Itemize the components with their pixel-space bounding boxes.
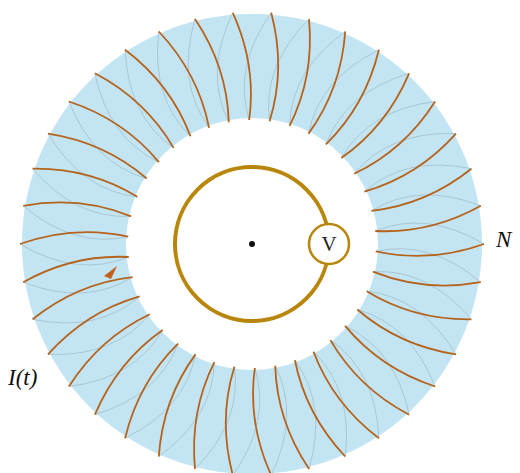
winding-turn: [373, 272, 481, 286]
winding-turn: [357, 310, 456, 355]
winding-turn: [326, 50, 379, 145]
winding-back: [364, 165, 471, 192]
winding-turn: [270, 13, 279, 122]
turns-label: N: [496, 228, 511, 251]
winding-back: [269, 19, 309, 121]
winding-turn: [23, 257, 129, 282]
winding-back: [314, 352, 347, 457]
winding-turn: [23, 202, 131, 216]
winding-turn: [376, 244, 484, 256]
center-dot: [249, 241, 255, 247]
winding-turn: [372, 169, 472, 211]
winding-turn: [314, 352, 379, 439]
meter-label: V: [321, 234, 336, 255]
winding-back: [69, 102, 147, 179]
winding-turn: [20, 232, 128, 244]
back-windings: [20, 13, 484, 473]
winding-back: [195, 367, 235, 469]
winding-turn: [194, 362, 214, 469]
voltmeter-circle: V: [307, 222, 351, 266]
winding-turn: [33, 277, 133, 319]
winding-turn: [295, 360, 345, 456]
winding-turn: [125, 50, 190, 137]
winding-back: [157, 32, 190, 137]
winding-turn: [48, 134, 147, 179]
winding-turn: [195, 19, 229, 122]
winding-turn: [253, 368, 271, 473]
winding-turn: [33, 169, 138, 197]
current-label: I(t): [8, 366, 37, 389]
winding-back: [357, 310, 435, 387]
coil-windings: [20, 13, 484, 473]
winding-turn: [375, 206, 481, 231]
current-arrow: [104, 266, 117, 279]
winding-turn: [309, 32, 346, 134]
inner-loop: [175, 167, 329, 321]
winding-turn: [125, 344, 178, 439]
winding-turn: [159, 354, 196, 456]
winding-turn: [364, 134, 456, 192]
winding-back: [33, 296, 140, 323]
toroid-core: [22, 14, 482, 473]
winding-turn: [48, 296, 140, 354]
winding-turn: [159, 32, 209, 128]
winding-turn: [233, 13, 251, 120]
winding-turn: [226, 367, 235, 473]
winding-turn: [275, 366, 309, 469]
winding-turn: [367, 291, 472, 319]
winding-turn: [290, 19, 310, 126]
